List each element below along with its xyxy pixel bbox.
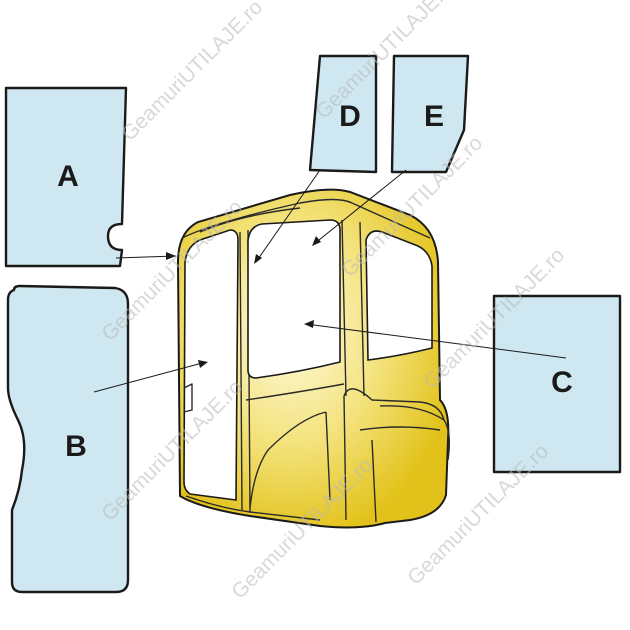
panel-a[interactable]: A	[4, 86, 128, 268]
cab-window-left	[183, 229, 239, 501]
panel-e[interactable]: E	[390, 54, 470, 174]
cab-roof-line-2	[199, 207, 301, 233]
glass-panel-b[interactable]	[6, 284, 130, 594]
glass-panel-c[interactable]	[492, 294, 622, 474]
cab-pillar-right	[341, 219, 347, 397]
cab-rear-curve	[379, 405, 451, 461]
cab-roof-line	[181, 198, 431, 239]
leader-e	[312, 169, 407, 246]
panel-b-label: B	[65, 430, 87, 463]
cab-door-curve	[249, 411, 327, 509]
cab-rear-box	[359, 426, 441, 523]
leader-b	[93, 360, 208, 393]
cab-body	[176, 188, 451, 529]
cab-pillar-right-2	[359, 221, 365, 397]
cab-window-right	[365, 230, 433, 361]
panel-e-label: E	[424, 100, 444, 133]
panel-c-label: C	[551, 366, 573, 399]
cab-pillar-left	[239, 231, 243, 511]
cab-left-detail	[183, 383, 193, 413]
glass-panel-e[interactable]	[390, 54, 470, 174]
panel-d-label: D	[339, 100, 361, 133]
leader-c	[304, 320, 567, 359]
glass-panel-d[interactable]	[308, 54, 378, 174]
panel-a-label: A	[57, 160, 79, 193]
cab-lower-front	[245, 383, 345, 401]
leader-a	[115, 252, 177, 260]
watermark-1: GeamuriUTILAJE.ro	[117, 0, 267, 146]
cab-step	[343, 388, 445, 521]
leader-lines	[93, 169, 567, 393]
leader-d	[254, 169, 321, 264]
panel-d[interactable]: D	[308, 54, 378, 174]
cab-base-line	[185, 495, 321, 521]
panel-c[interactable]: C	[492, 294, 622, 474]
cab-window-front	[247, 219, 341, 379]
glass-panel-a[interactable]	[4, 86, 128, 268]
panel-b[interactable]: B	[6, 284, 130, 594]
cab-door-line	[325, 411, 331, 501]
